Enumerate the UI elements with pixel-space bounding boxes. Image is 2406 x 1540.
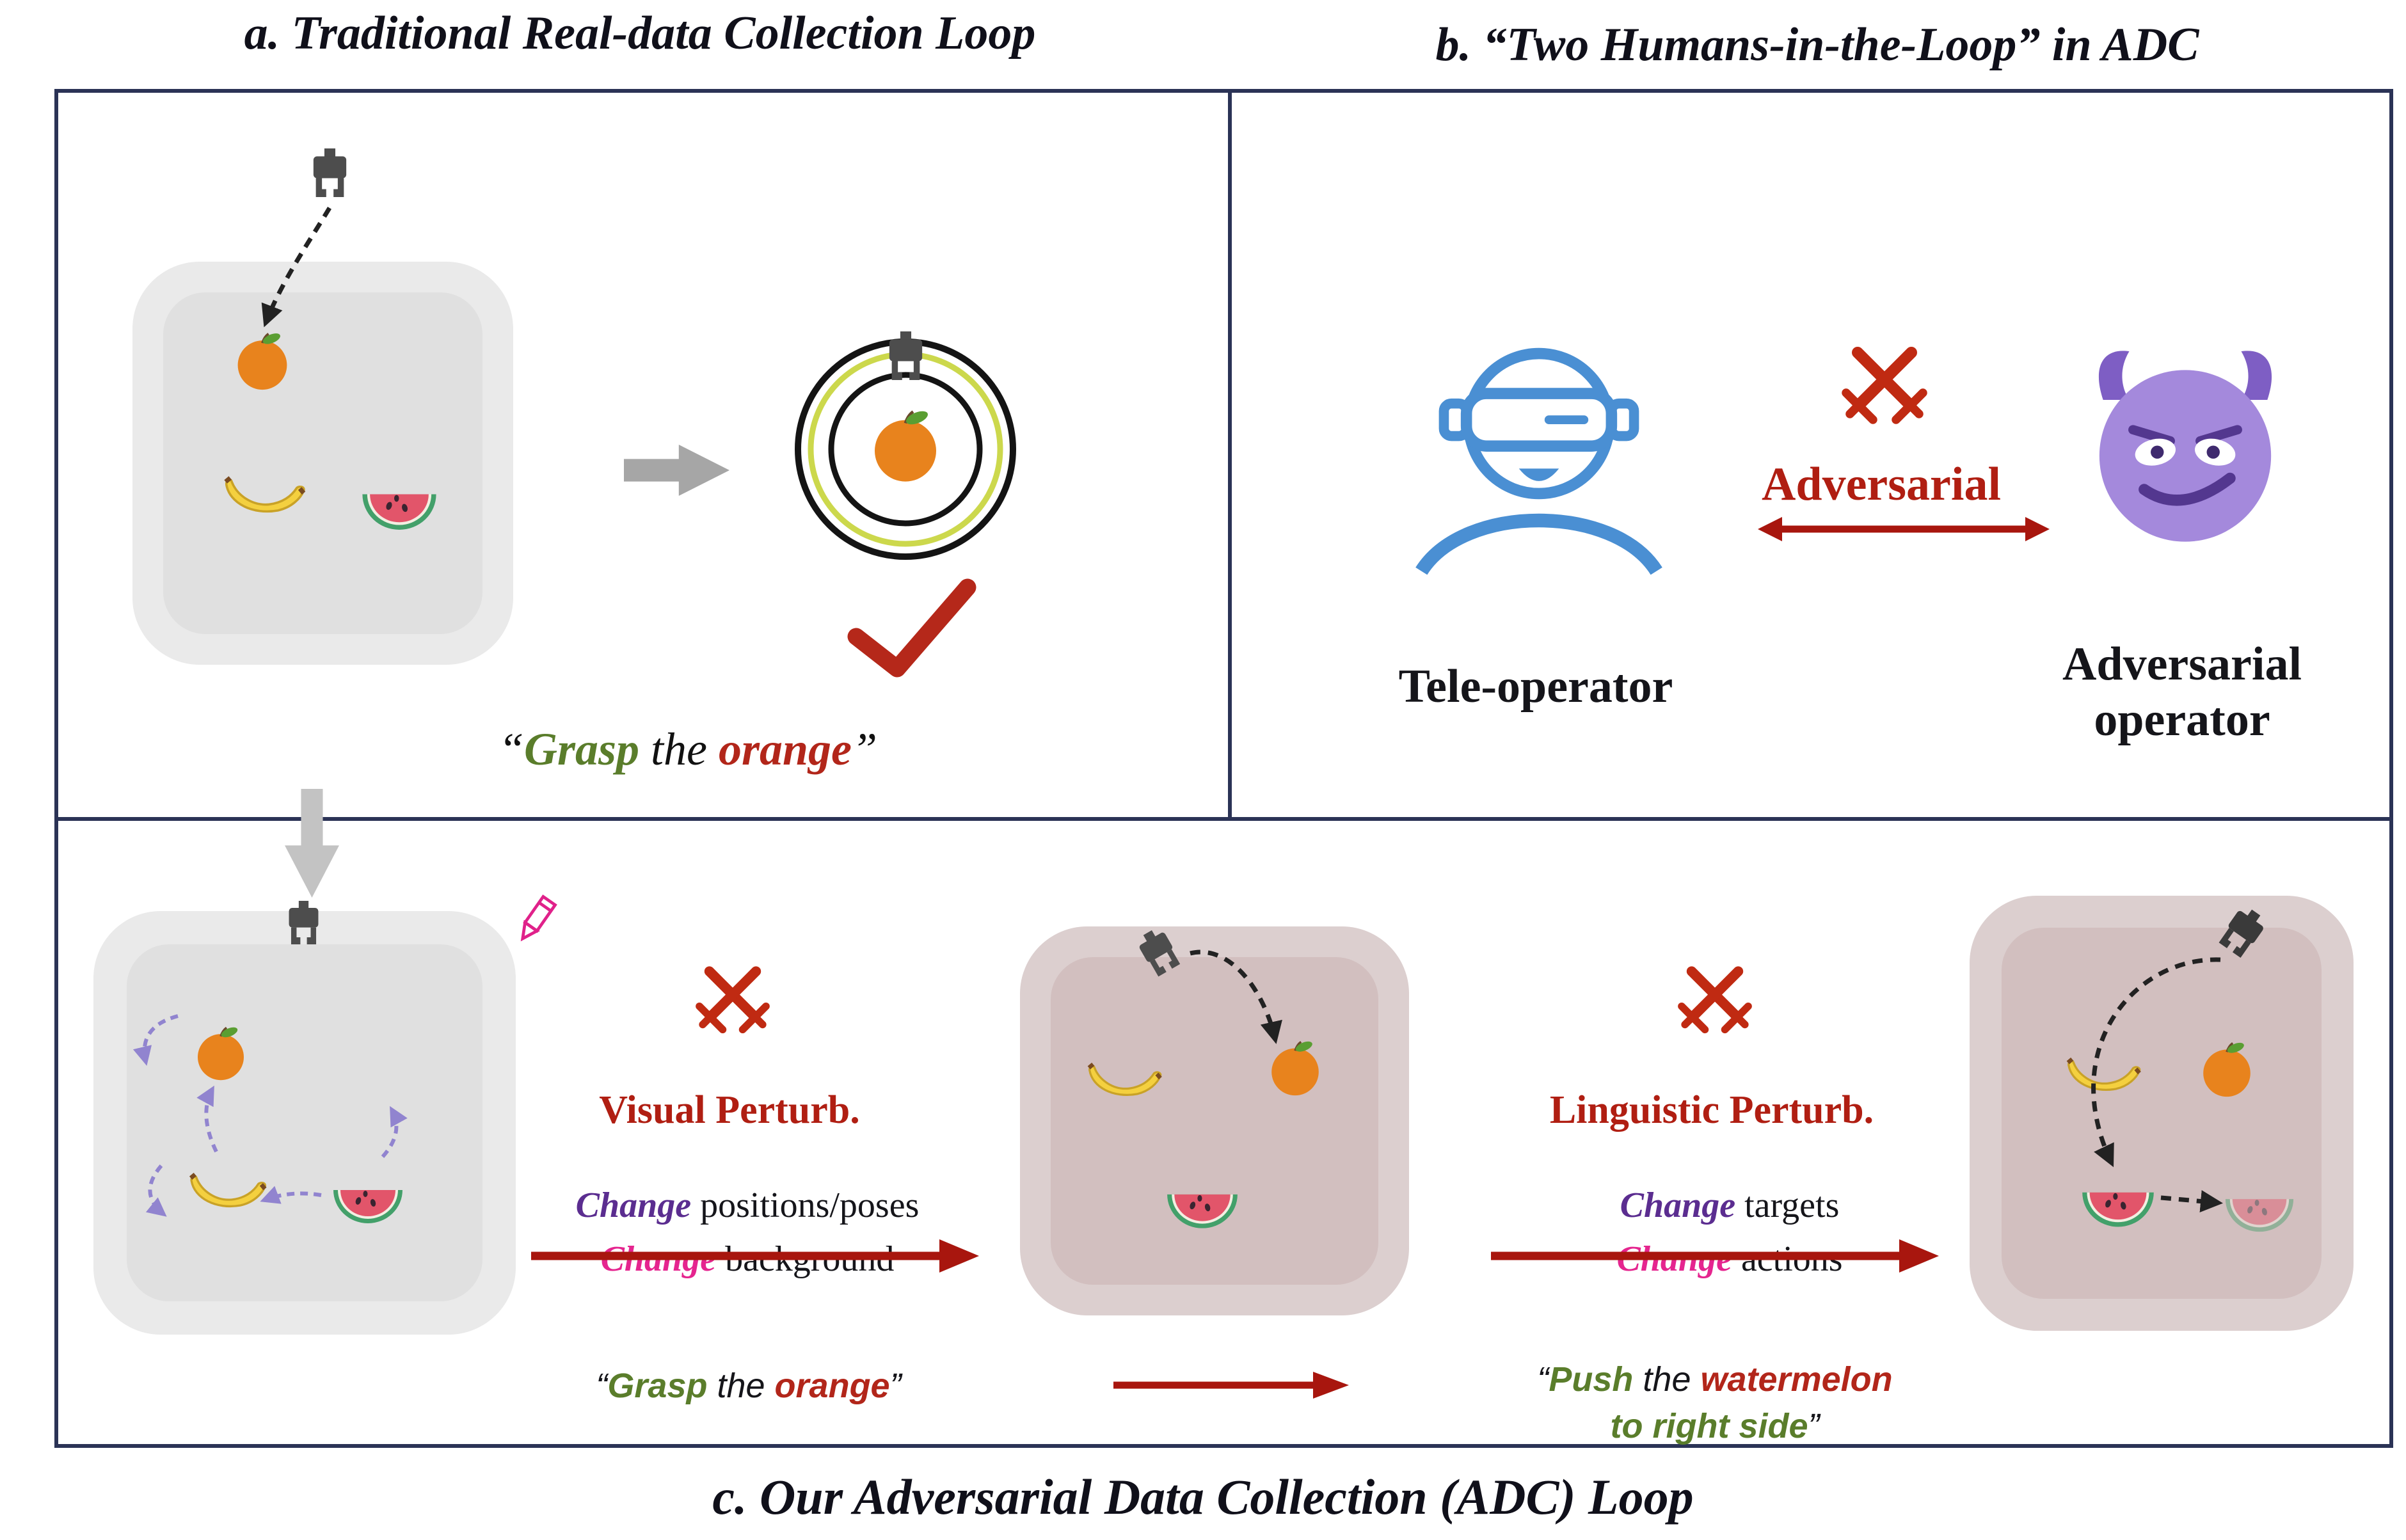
instruction-connector: the bbox=[707, 1367, 775, 1405]
divider-horizontal bbox=[54, 817, 2393, 821]
tray-a bbox=[132, 262, 513, 665]
close-quote: ” bbox=[852, 724, 878, 775]
adversary-label-line2: operator bbox=[2094, 694, 2270, 747]
dashed-trajectory-arrow bbox=[2091, 957, 2223, 1212]
instruction-connector: the bbox=[639, 724, 719, 775]
tray-a-surface bbox=[163, 292, 482, 634]
banana-icon bbox=[219, 462, 310, 523]
panel-a-title: a. Traditional Real-data Collection Loop bbox=[244, 7, 1036, 60]
instruction-original-text: “Grasp the orange” bbox=[525, 1363, 973, 1409]
instruction-object: orange bbox=[718, 724, 852, 775]
tray-c-original-surface bbox=[127, 944, 482, 1301]
open-quote: “ bbox=[596, 1367, 608, 1405]
tray-c-result-surface bbox=[2002, 928, 2322, 1299]
tray-c-perturbed bbox=[1020, 926, 1409, 1315]
adversarial-label: Adversarial bbox=[1761, 458, 2002, 511]
change-word: Change bbox=[1620, 1186, 1736, 1225]
crossed-swords-icon bbox=[691, 960, 774, 1043]
panel-b-title: b. “Two Humans-in-the-Loop” in ADC bbox=[1435, 19, 2199, 71]
instruction-verb: Grasp bbox=[523, 724, 640, 775]
instruction-perturbed-line1: “Push the watermelon bbox=[1491, 1356, 1939, 1403]
watermelon-icon bbox=[358, 468, 440, 530]
orange-icon bbox=[232, 329, 293, 391]
watermelon-icon bbox=[1163, 1170, 1241, 1228]
tray-c-original bbox=[93, 911, 516, 1335]
dashed-trajectory-arrow bbox=[1190, 949, 1282, 1044]
instruction-verb: Grasp bbox=[607, 1367, 708, 1405]
instruction-direction: to right side bbox=[1610, 1406, 1808, 1445]
motion-arrows bbox=[132, 1014, 408, 1217]
instruction-object: orange bbox=[774, 1367, 890, 1405]
pencil-icon bbox=[520, 894, 557, 942]
flow-arrow bbox=[531, 1239, 979, 1273]
banana-icon bbox=[1083, 1049, 1166, 1106]
panel-c-title: c. Our Adversarial Data Collection (ADC)… bbox=[712, 1469, 1694, 1525]
crossed-swords-icon bbox=[1836, 339, 1932, 435]
visual-perturb-title: Visual Perturb. bbox=[599, 1088, 860, 1132]
devil-icon bbox=[2098, 351, 2272, 542]
adversary-label-line1: Adversarial bbox=[2062, 638, 2302, 690]
checkmark-icon bbox=[847, 578, 976, 678]
double-arrow bbox=[1758, 517, 2050, 541]
visual-perturb-line1: Change positions/poses bbox=[499, 1144, 960, 1267]
instruction-text: “Grasp the orange” bbox=[320, 723, 1056, 776]
instruction-perturbed-text: “Push the watermelon to right side” bbox=[1491, 1356, 1939, 1450]
instruction-verb: Push bbox=[1549, 1360, 1634, 1399]
linguistic-perturb-line1: Change targets bbox=[1481, 1144, 1942, 1267]
flow-arrow bbox=[1491, 1239, 1939, 1273]
orange-icon bbox=[867, 406, 944, 483]
open-quote: “ bbox=[498, 724, 524, 775]
adversary-label: Adversarial operator bbox=[2003, 637, 2361, 749]
linguistic-perturb-title: Linguistic Perturb. bbox=[1549, 1088, 1874, 1132]
close-quote: ” bbox=[889, 1367, 902, 1405]
teleoperator-label: Tele-operator bbox=[1398, 660, 1673, 713]
close-quote: ” bbox=[1808, 1406, 1820, 1445]
instruction-object: watermelon bbox=[1700, 1360, 1893, 1399]
divider-vertical bbox=[1228, 89, 1232, 820]
tray-c-perturbed-surface bbox=[1051, 957, 1378, 1285]
change-rest: targets bbox=[1735, 1186, 1840, 1225]
figure-border bbox=[54, 89, 2393, 1448]
crossed-swords-icon bbox=[1673, 960, 1757, 1043]
orange-icon bbox=[1266, 1038, 1325, 1097]
instruction-perturbed-line2: to right side” bbox=[1491, 1403, 1939, 1450]
change-word: Change bbox=[575, 1186, 692, 1225]
tray-c-result bbox=[1970, 896, 2354, 1331]
instruction-connector: the bbox=[1633, 1360, 1701, 1399]
vr-teleoperator-icon bbox=[1415, 347, 1662, 575]
flow-arrow bbox=[1113, 1372, 1349, 1399]
gripper-icon bbox=[875, 331, 936, 392]
dashed-trajectory-arrow bbox=[261, 207, 332, 328]
open-quote: “ bbox=[1537, 1360, 1549, 1399]
change-rest: positions/poses bbox=[691, 1186, 920, 1225]
